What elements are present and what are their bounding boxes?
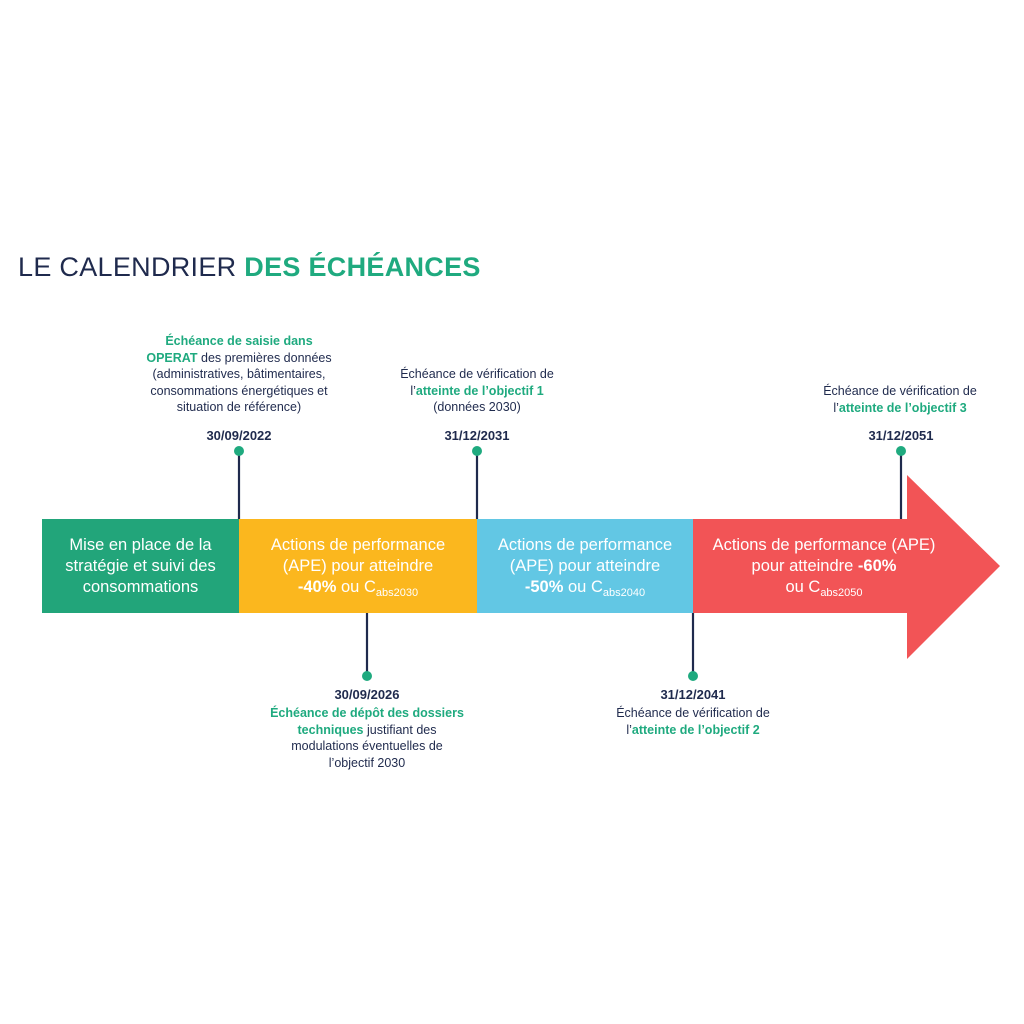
milestone-2022-description: Échéance de saisie dans OPERAT des premi… <box>129 333 349 416</box>
connector-dot-2026 <box>362 671 372 681</box>
phase-1-line-2: stratégie et suivi des <box>65 556 216 575</box>
milestone-2051-date: 31/12/2051 <box>868 428 934 443</box>
milestone-2031-date: 31/12/2031 <box>444 428 510 443</box>
phase-2-line-1: Actions de performance <box>270 535 446 554</box>
milestone-2026-bold-1: Échéance de dépôt des dossiers <box>270 706 464 720</box>
milestone-2031-description: Échéance de vérification de l’atteinte d… <box>367 366 587 416</box>
phase-4-line-2: pour atteindre -60% <box>713 556 936 577</box>
milestone-2031-line-3: (données 2030) <box>433 400 521 414</box>
milestone-2022-rest-3: consommations énergétiques et <box>150 383 328 398</box>
milestone-2026-rest-3: l’objectif 2030 <box>328 755 406 770</box>
phase-3-or: ou C <box>563 577 603 596</box>
connector-dot-2031 <box>472 446 482 456</box>
phase-3-line-1: Actions de performance <box>497 535 673 554</box>
milestone-2041-description: Échéance de vérification de l’atteinte d… <box>583 705 803 738</box>
phase-1-line-3: consommations <box>82 577 199 596</box>
phase-4-line-1: Actions de performance (APE) <box>712 535 936 554</box>
milestone-2051-bold: atteinte de l’objectif 3 <box>838 400 967 415</box>
connector-dot-2022 <box>234 446 244 456</box>
phase-2: Actions de performance (APE) pour attein… <box>239 519 477 613</box>
milestone-2031-line-2: l’atteinte de l’objectif 1 <box>367 383 587 400</box>
milestone-2022-rest-2: (administratives, bâtimentaires, <box>152 367 326 381</box>
phase-4-sub: abs2050 <box>820 586 863 599</box>
phase-1-shape <box>42 519 239 613</box>
phase-4-or: ou C <box>785 577 821 596</box>
milestone-2022-rest-4: situation de référence) <box>176 400 302 414</box>
phase-4-percent: -60% <box>857 556 897 575</box>
page-title: LE CALENDRIER DES ÉCHÉANCES <box>18 252 481 283</box>
milestone-2051-description: Échéance de vérification de l’atteinte d… <box>790 383 1010 416</box>
title-accent: DES ÉCHÉANCES <box>244 252 481 282</box>
connector-dot-2051 <box>896 446 906 456</box>
phase-2-or: ou C <box>336 577 376 596</box>
title-part1: LE CALENDRIER <box>18 252 245 282</box>
milestone-2026-date: 30/09/2026 <box>334 687 400 702</box>
phase-3-percent: -50% <box>524 577 564 596</box>
phase-2-shape <box>239 519 477 613</box>
phase-3-shape <box>477 519 693 613</box>
milestone-2041-pre: l’ <box>626 722 632 737</box>
phase-3-line-3: -50% ou Cabs2040 <box>498 577 672 599</box>
phase-3: Actions de performance (APE) pour attein… <box>477 519 693 613</box>
phase-4-reach: pour atteindre <box>751 556 858 575</box>
phase-3-sub: abs2040 <box>602 586 646 599</box>
phase-4-line-3: ou Cabs2050 <box>713 577 936 599</box>
milestone-2031-bold: atteinte de l’objectif 1 <box>415 383 544 398</box>
phase-4: Actions de performance (APE) pour attein… <box>693 519 955 613</box>
phase-2-line-3: -40% ou Cabs2030 <box>271 577 445 599</box>
phase-4-arrow-shape <box>693 475 1000 659</box>
milestone-2022-date: 30/09/2022 <box>206 428 272 443</box>
phase-2-line-2: (APE) pour atteindre <box>282 556 434 575</box>
phase-1: Mise en place de la stratégie et suivi d… <box>42 519 239 613</box>
milestone-2051-line-1: Échéance de vérification de <box>823 384 977 398</box>
milestone-2026-rest-1: justifiant des <box>363 722 437 737</box>
milestone-2026-line-2: techniques justifiant des <box>252 722 482 739</box>
milestone-2026-bold-2: techniques <box>297 722 364 737</box>
milestone-2026-description: Échéance de dépôt des dossiers technique… <box>252 705 482 771</box>
milestone-2051-pre: l’ <box>833 400 839 415</box>
milestone-2041-line-2: l’atteinte de l’objectif 2 <box>583 722 803 739</box>
milestone-2051-line-2: l’atteinte de l’objectif 3 <box>790 400 1010 417</box>
milestone-2022-bold-1: Échéance de saisie dans <box>165 334 313 348</box>
phase-2-percent: -40% <box>297 577 337 596</box>
milestone-2041-bold: atteinte de l’objectif 2 <box>631 722 760 737</box>
milestone-2022-rest-1: des premières données <box>197 350 332 365</box>
milestone-2031-pre: l’ <box>410 383 416 398</box>
phase-1-line-1: Mise en place de la <box>69 535 212 554</box>
phase-2-sub: abs2030 <box>375 586 419 599</box>
milestone-2031-line-1: Échéance de vérification de <box>400 367 554 381</box>
milestone-2041-line-1: Échéance de vérification de <box>616 706 770 720</box>
milestone-2026-rest-2: modulations éventuelles de <box>291 739 443 753</box>
milestone-2022-operat: OPERAT <box>146 350 198 365</box>
milestone-2041-date: 31/12/2041 <box>660 687 726 702</box>
phase-3-line-2: (APE) pour atteindre <box>509 556 661 575</box>
connector-dot-2041 <box>688 671 698 681</box>
milestone-2022-line-2: OPERAT des premières données <box>129 350 349 367</box>
